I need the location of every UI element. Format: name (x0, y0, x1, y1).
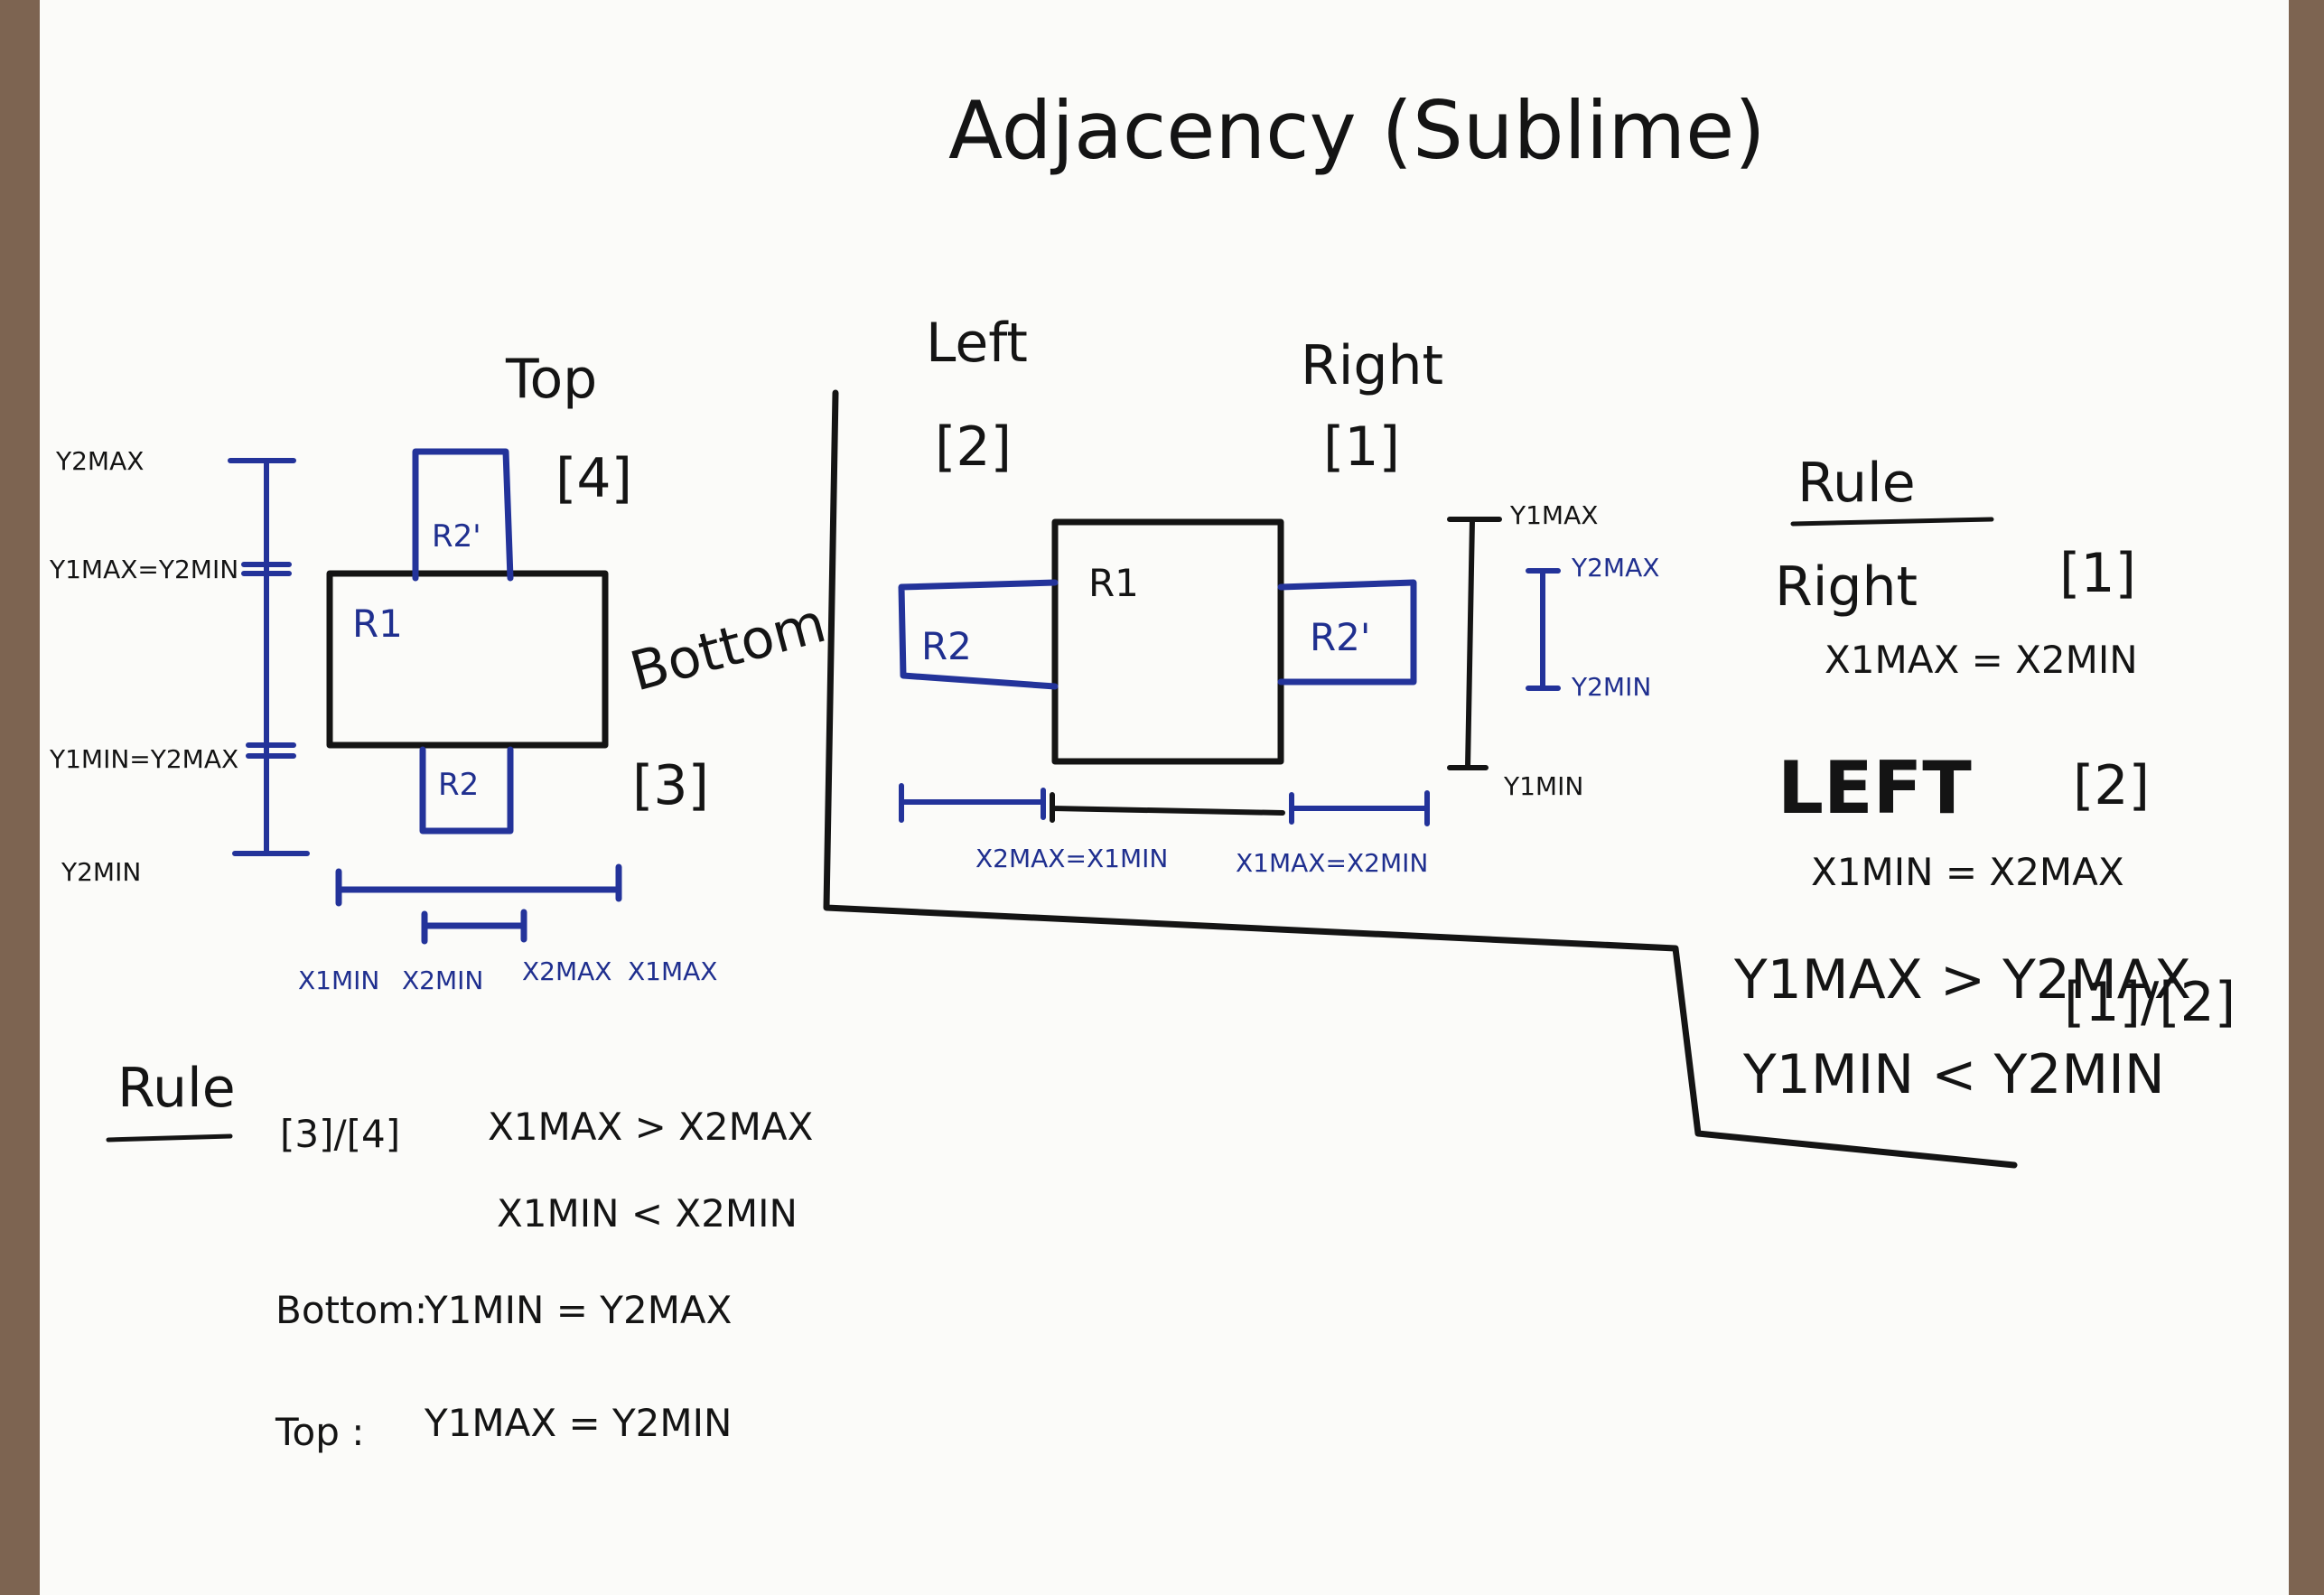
rule-top-eq: Y1MAX = Y2MIN (424, 1401, 732, 1445)
r1-box (1051, 518, 1284, 765)
board-surface (40, 0, 2289, 1595)
rule-right-eq: X1MAX = X2MIN (1825, 638, 2138, 682)
y-label-y2min: Y2MIN (61, 857, 141, 887)
r1-label: R1 (352, 602, 403, 646)
left-right-diagram: Left [2] Right [1] R1 R2 R2' Y1MAX Y2MAX… (823, 312, 2018, 1169)
rule-cond-xmin: X1MIN < X2MIN (497, 1191, 798, 1236)
top-label: Top (505, 348, 597, 411)
right-label: Right (1301, 334, 1443, 397)
r2-top-label: R2' (432, 518, 481, 555)
r2-left-label: R2 (921, 624, 972, 668)
y-label-y1max: Y1MAX (1509, 500, 1598, 530)
y2-dimension-bar (1526, 568, 1561, 691)
x-dimension-middle (1050, 792, 1285, 823)
rule-left-label: LEFT (1778, 746, 1972, 830)
y-dimension-bar (228, 458, 310, 856)
rule-underline (1790, 517, 1994, 527)
rule-heading: Rule (1797, 452, 1916, 515)
right-code: [1] (1323, 415, 1400, 479)
top-code: [4] (555, 447, 632, 510)
left-code: [2] (935, 415, 1012, 479)
x-dimension-right (1289, 790, 1430, 826)
x-dimension-outer (335, 863, 622, 907)
rule-cond-ymin: Y1MIN < Y2MIN (1742, 1043, 2165, 1106)
r2-right-label: R2' (1310, 615, 1370, 659)
x-label-x2min: X2MIN (402, 965, 483, 995)
y-label-y2min: Y2MIN (1571, 672, 1651, 702)
y-label-y2max: Y2MAX (1571, 553, 1659, 583)
left-label: Left (926, 312, 1028, 375)
r2-right-box (1277, 579, 1417, 686)
y1-dimension-bar (1447, 517, 1502, 770)
board-title: Adjacency (Sublime) (948, 84, 1766, 177)
y-label-y1max-y2min: Y1MAX=Y2MIN (49, 555, 238, 584)
x-label-x1max-x2min: X1MAX=X2MIN (1236, 848, 1428, 878)
r2-left-box (898, 579, 1059, 690)
bottom-code: [3] (632, 754, 709, 817)
r2-bottom-label: R2 (438, 767, 479, 803)
rule-cond-xmax: X1MAX > X2MAX (488, 1105, 813, 1149)
rule-bottom-eq: Y1MIN = Y2MAX (424, 1288, 732, 1332)
y-label-y1min-y2max: Y1MIN=Y2MAX (49, 744, 238, 774)
rule-left-code: [2] (2073, 754, 2150, 817)
r2-bottom-box (419, 746, 514, 835)
rule-cond-ymax: Y1MAX > Y2MAX (1733, 948, 2191, 1012)
x-dimension-left (899, 783, 1046, 823)
rule-bottom-label: Bottom: (275, 1288, 427, 1332)
rule-right-code: [1] (2059, 542, 2136, 605)
rule-underline (106, 1133, 233, 1143)
rule-top-label: Top : (275, 1410, 364, 1454)
x-label-x1min: X1MIN (298, 965, 379, 995)
x-label-x2max-x1min: X2MAX=X1MIN (975, 844, 1168, 873)
r1-box (326, 570, 609, 749)
x-dimension-inner (421, 909, 527, 945)
rule-cond-code: [1]/[2] (2064, 971, 2235, 1034)
y-label-y2max: Y2MAX (55, 446, 144, 476)
rule-left-eq: X1MIN = X2MAX (1811, 850, 2124, 894)
r1-label: R1 (1088, 561, 1139, 605)
rule-heading: Rule (117, 1057, 236, 1120)
rule-left-block: Rule [3]/[4] X1MAX > X2MAX X1MIN < X2MIN… (106, 1057, 813, 1454)
x-label-x2max: X2MAX (522, 956, 612, 986)
r2-top-box (412, 448, 514, 582)
rule-code: [3]/[4] (280, 1112, 400, 1156)
section-divider (823, 389, 2018, 1169)
y-label-y1min: Y1MIN (1503, 771, 1583, 801)
rule-right-label: Right (1775, 555, 1918, 619)
x-label-x1max: X1MAX (628, 956, 718, 986)
rule-right-block: Rule Right [1] X1MAX = X2MIN LEFT [2] X1… (1733, 452, 2235, 1106)
